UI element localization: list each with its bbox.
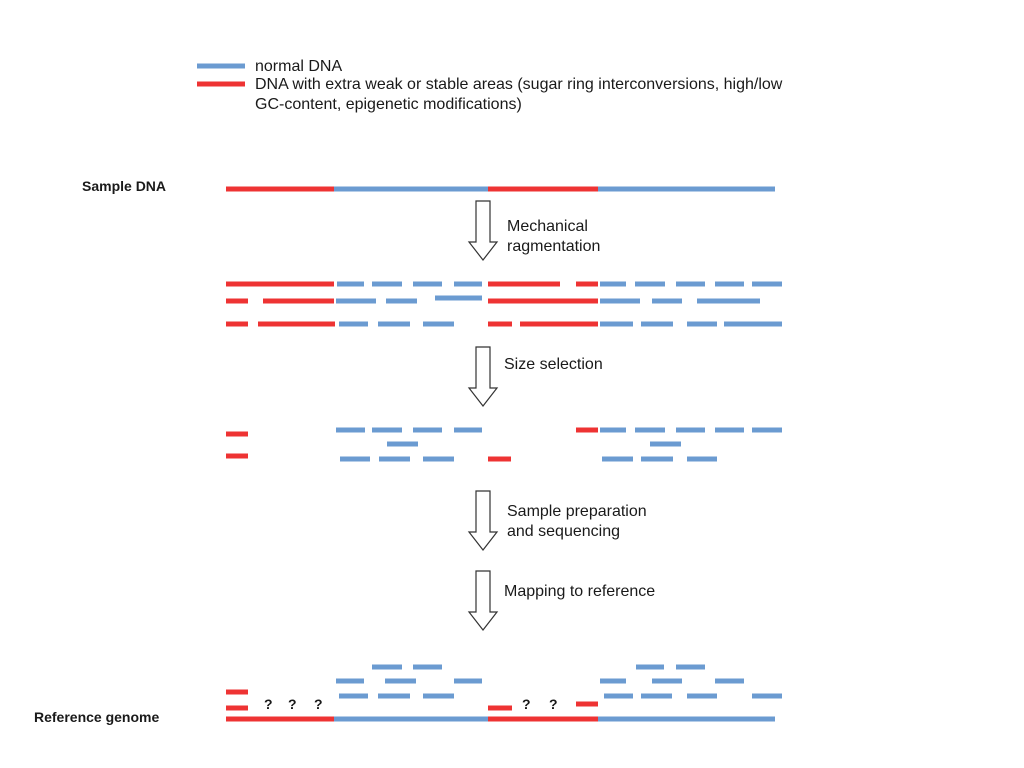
step-mapping: Mapping to reference	[467, 570, 655, 631]
question-mark: ?	[522, 696, 531, 712]
down-arrow-icon	[467, 346, 499, 407]
step-label-line1: Mechanical	[507, 218, 588, 235]
unmapped-marks: ? ? ? ? ?	[264, 696, 558, 712]
legend-normal-label: normal DNA	[255, 58, 342, 75]
step-label-line1: Mapping to reference	[504, 583, 655, 600]
down-arrow-icon	[467, 200, 499, 261]
question-mark: ?	[288, 696, 297, 712]
dna-segments	[226, 186, 782, 722]
step-sequencing: Sample preparation and sequencing	[467, 490, 647, 551]
step-label-line1: Size selection	[504, 356, 603, 373]
step-size-selection: Size selection	[467, 346, 603, 407]
question-mark: ?	[314, 696, 323, 712]
step-fragmentation: Mechanical ragmentation	[467, 200, 600, 261]
legend: normal DNA DNA with extra weak or stable…	[197, 58, 783, 113]
step-label-line2: ragmentation	[507, 238, 600, 255]
down-arrow-icon	[467, 490, 499, 551]
question-mark: ?	[549, 696, 558, 712]
question-mark: ?	[264, 696, 273, 712]
down-arrow-icon	[467, 570, 499, 631]
reference-genome-label: Reference genome	[34, 709, 159, 725]
legend-special-label-line2: GC-content, epigenetic modifications)	[255, 96, 522, 113]
step-label-line1: Sample preparation	[507, 503, 647, 520]
sample-dna-label: Sample DNA	[82, 178, 166, 194]
legend-special-label-line1: DNA with extra weak or stable areas (sug…	[255, 76, 783, 93]
step-label-line2: and sequencing	[507, 523, 620, 540]
